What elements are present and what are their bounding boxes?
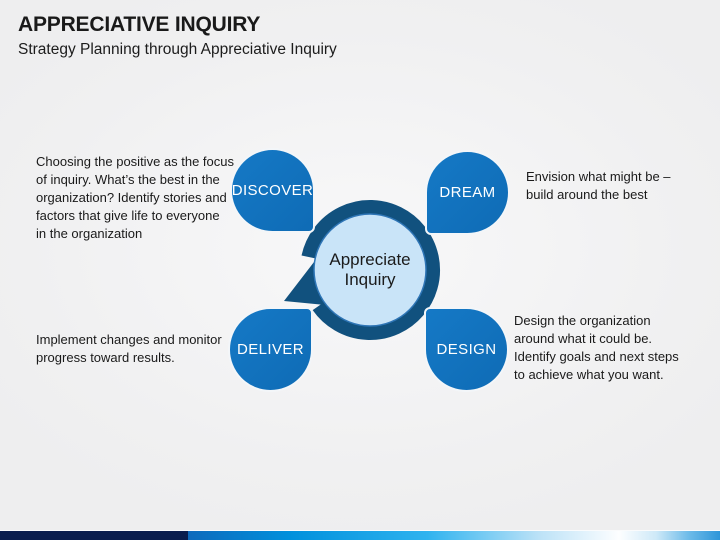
description-discover: Choosing the positive as the focus of in…: [36, 154, 235, 241]
node-deliver-label: DELIVER: [237, 341, 304, 358]
node-discover: DISCOVER: [230, 148, 315, 233]
cycle-ring-arc: [301, 200, 440, 340]
center-circle-label: Appreciate Inquiry: [329, 250, 411, 289]
node-deliver: DELIVER: [228, 307, 313, 392]
page-title: APPRECIATIVE INQUIRY: [18, 13, 261, 36]
node-discover-label: DISCOVER: [231, 182, 314, 199]
description-design: Design the organization around what it c…: [514, 313, 679, 382]
center-circle: [313, 213, 427, 327]
node-dream: DREAM: [425, 150, 510, 235]
description-deliver: Implement changes and monitor progress t…: [36, 332, 222, 365]
description-dream: Envision what might be – build around th…: [526, 169, 671, 202]
node-dream-label: DREAM: [439, 184, 496, 201]
footer-gradient-segment: [188, 531, 720, 540]
page-subtitle: Strategy Planning through Appreciative I…: [18, 41, 337, 58]
footer-navy-segment: [0, 531, 188, 540]
footer-accent-bar: [0, 530, 720, 540]
node-design-label: DESIGN: [436, 341, 497, 358]
node-design: DESIGN: [424, 307, 509, 392]
cycle-arrow-icon: [284, 200, 440, 340]
